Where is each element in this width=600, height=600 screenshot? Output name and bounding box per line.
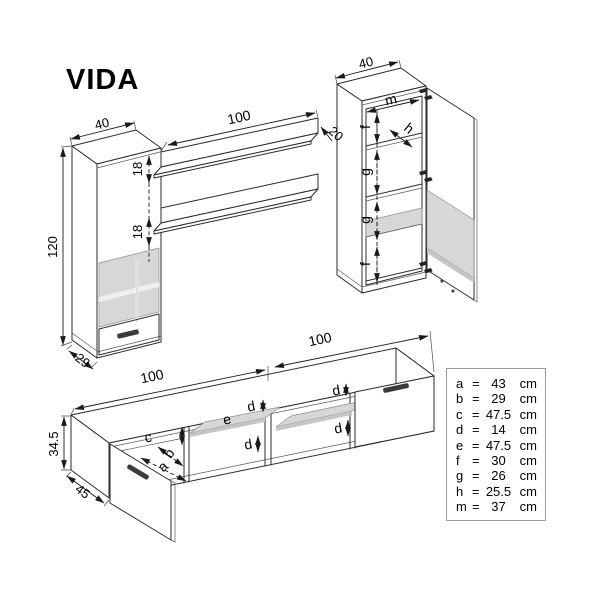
legend-equals: = xyxy=(471,406,480,422)
label-d-bottom-left: d xyxy=(243,436,253,453)
label-g-upper: g xyxy=(357,168,373,176)
dim-right-cabinet-width: 40 xyxy=(357,54,375,72)
wall-shelf-top xyxy=(153,117,319,179)
door-hinge-bottom xyxy=(419,261,433,274)
legend-row: b = 29 cm xyxy=(456,391,537,406)
legend-unit: cm xyxy=(519,406,537,422)
label-c: c xyxy=(143,429,153,446)
legend-equals: = xyxy=(471,483,480,499)
legend-value: 29 xyxy=(491,391,506,407)
legend-equals: = xyxy=(471,437,480,453)
label-d-top-right: d xyxy=(331,382,341,399)
label-d-top-left: d xyxy=(246,398,256,415)
legend-equals: = xyxy=(472,468,480,484)
label-m: m xyxy=(383,90,398,108)
dimension-labels: 40 120 18 18 29 100 20 40 m f h g g f 10… xyxy=(45,54,417,502)
dim-left-cabinet-width: 40 xyxy=(93,115,111,133)
legend-value: 43 xyxy=(491,376,506,391)
drawer-handle xyxy=(117,329,139,339)
dim-shelf-gap-bottom: 18 xyxy=(130,225,145,239)
left-cabinet-glass-door xyxy=(98,247,160,328)
glass-shelf-left xyxy=(189,406,281,437)
legend-row: c = 47.5 cm xyxy=(456,407,537,422)
page-title: VIDA xyxy=(66,64,140,96)
label-d-bottom-right: d xyxy=(333,420,343,437)
door-screw-dot xyxy=(440,279,444,283)
legend-row: a = 43 cm xyxy=(456,376,537,391)
legend-key: b xyxy=(456,391,464,407)
legend-value: 26 xyxy=(491,468,506,484)
legend-value: 47.5 xyxy=(485,437,512,453)
dim-left-cabinet-height: 120 xyxy=(45,236,60,258)
right-cabinet-open-door xyxy=(426,87,478,303)
legend-unit: cm xyxy=(519,422,537,438)
legend-row: g = 26 cm xyxy=(456,468,537,483)
legend-value: 47.5 xyxy=(485,406,512,422)
legend-equals: = xyxy=(472,422,480,438)
label-g-lower: g xyxy=(357,216,373,224)
legend-key: e xyxy=(456,437,464,453)
legend-equals: = xyxy=(472,376,480,391)
legend-equals: = xyxy=(472,391,480,407)
legend-value: 14 xyxy=(491,422,506,438)
dim-tv-stand-depth: 45 xyxy=(72,481,93,502)
left-cabinet-drawer xyxy=(98,313,160,356)
legend-key: g xyxy=(456,468,464,484)
tv-stand-right-door xyxy=(354,375,435,448)
legend-unit: cm xyxy=(519,391,537,407)
door-hinge-top xyxy=(419,88,433,101)
dim-shelf-gap-top: 18 xyxy=(130,162,145,176)
dimension-legend: a = 43 cm b = 29 cm c = 47.5 cm d = 14 c… xyxy=(446,368,546,521)
legend-unit: cm xyxy=(519,468,537,484)
legend-unit: cm xyxy=(519,452,537,468)
legend-value: 30 xyxy=(491,452,506,468)
legend-unit: cm xyxy=(519,499,537,514)
legend-value: 25.5 xyxy=(485,483,512,499)
legend-key: h xyxy=(456,483,464,499)
door-hinge-middle xyxy=(419,170,433,183)
legend-unit: cm xyxy=(519,437,537,453)
dimension-lines xyxy=(60,59,435,507)
dim-shelf-width: 100 xyxy=(226,107,252,128)
legend-key: c xyxy=(456,406,463,422)
left-cabinet xyxy=(71,129,162,359)
legend-key: f xyxy=(456,452,460,468)
legend-row: h = 25.5 cm xyxy=(456,484,537,499)
legend-row: f = 30 cm xyxy=(456,453,537,468)
dim-left-cabinet-depth: 29 xyxy=(72,350,93,371)
legend-row: m = 37 cm xyxy=(456,499,537,514)
legend-key: d xyxy=(456,422,464,438)
legend-value: 37 xyxy=(491,499,506,514)
legend-key: a xyxy=(456,376,464,391)
tv-stand-right-door-handle xyxy=(383,383,409,393)
legend-row: d = 14 cm xyxy=(456,422,537,437)
legend-equals: = xyxy=(472,452,480,468)
label-f-top: f xyxy=(357,125,373,129)
dim-tv-stand-left-width: 100 xyxy=(139,366,165,387)
door-screw-dot xyxy=(451,289,455,293)
wall-shelves xyxy=(153,117,319,235)
tv-stand xyxy=(70,347,435,543)
legend-unit: cm xyxy=(519,376,537,391)
legend-equals: = xyxy=(472,499,480,514)
dim-tv-stand-right-width: 100 xyxy=(307,329,333,350)
legend-unit: cm xyxy=(519,483,537,499)
label-e: e xyxy=(221,410,232,427)
legend-key: m xyxy=(456,499,467,514)
legend-row: e = 47.5 cm xyxy=(456,438,537,453)
label-f-bottom: f xyxy=(357,262,373,266)
dim-tv-stand-height: 34.5 xyxy=(46,431,61,456)
wall-shelf-bottom xyxy=(153,173,319,235)
